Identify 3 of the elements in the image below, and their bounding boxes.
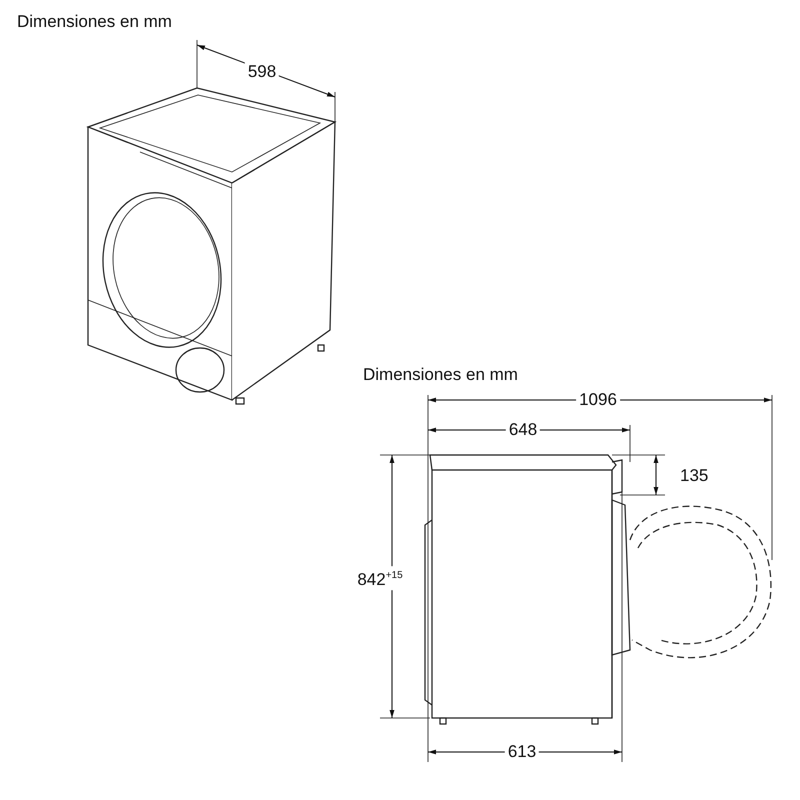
dimension-label: 135 bbox=[680, 466, 708, 486]
heading: Dimensiones en mm bbox=[17, 12, 172, 32]
heading: Dimensiones en mm bbox=[363, 365, 518, 385]
